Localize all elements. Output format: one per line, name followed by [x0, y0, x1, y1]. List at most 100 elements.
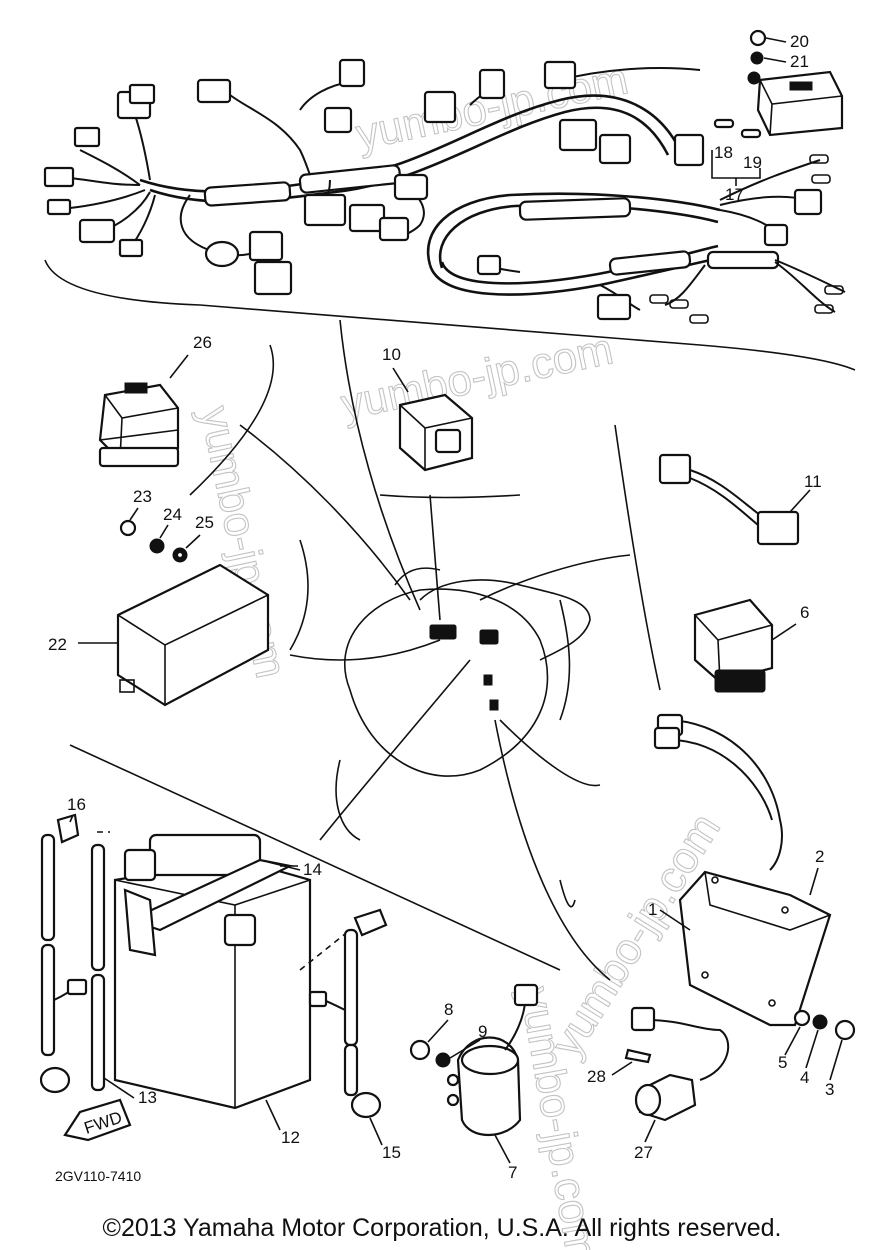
label-23: 23 — [133, 487, 152, 506]
connector-y — [248, 230, 284, 262]
label-14: 14 — [303, 860, 322, 879]
washer-4 — [812, 1014, 828, 1030]
connector-k — [423, 90, 457, 124]
frame-outline — [335, 567, 591, 841]
connector-g — [118, 238, 144, 258]
pin-terminal-7 — [811, 174, 831, 184]
part-16-negative-lead — [39, 813, 88, 1094]
bolt-28 — [624, 1048, 652, 1064]
bracket-17 — [711, 150, 761, 186]
connector-i — [338, 58, 366, 88]
connector-r — [558, 118, 598, 152]
watermark-center: yumbo-jp.com — [337, 324, 617, 429]
label-19: 19 — [743, 153, 762, 172]
pin-terminal-2 — [669, 299, 689, 309]
washer-24 — [149, 538, 165, 554]
nut-harness — [747, 71, 761, 85]
label-13: 13 — [138, 1088, 157, 1107]
washer-5 — [793, 1009, 811, 1027]
label-28: 28 — [587, 1067, 606, 1086]
label-6: 6 — [800, 603, 809, 622]
label-leaders — [69, 37, 843, 1164]
harness-sleeve-mid — [298, 164, 402, 194]
harness-bracket — [44, 259, 856, 371]
label-22: 22 — [48, 635, 67, 654]
harness-sleeve-right — [518, 197, 632, 221]
label-21: 21 — [790, 52, 809, 71]
pin-terminal-6 — [809, 154, 829, 164]
label-2: 2 — [815, 847, 824, 866]
part-1-2-bracket — [653, 713, 832, 1027]
part-number-labels: 20 21 18 19 17 26 10 11 23 24 25 6 22 16… — [48, 32, 834, 1182]
connector-j — [323, 106, 353, 134]
connector-e — [46, 198, 72, 216]
part-10-flasher-relay — [398, 393, 474, 472]
frame-bolt-slot-2 — [489, 699, 499, 711]
connector-t — [673, 133, 705, 167]
pin-19 — [740, 128, 762, 139]
wire-harness — [43, 29, 856, 371]
connector-s — [598, 133, 632, 165]
washer-21 — [750, 51, 764, 65]
connector-l — [478, 68, 506, 100]
connector-x — [596, 293, 632, 321]
label-26: 26 — [193, 333, 212, 352]
part-27-switch — [630, 1006, 730, 1122]
connector-c — [73, 126, 101, 148]
connector-v — [763, 223, 789, 247]
label-27: 27 — [634, 1143, 653, 1162]
battery-terminal-right — [223, 913, 257, 947]
frame-relay-slot — [479, 629, 499, 645]
connector-b — [128, 83, 156, 105]
label-7: 7 — [508, 1163, 517, 1182]
connector-p — [378, 216, 410, 242]
label-5: 5 — [778, 1053, 787, 1072]
part-26-relay — [98, 382, 180, 468]
diagram-code: 2GV110-7410 — [55, 1168, 142, 1184]
connector-q — [393, 173, 429, 201]
connector-h — [196, 78, 232, 104]
connector-n — [303, 193, 347, 227]
label-17: 17 — [725, 185, 744, 204]
label-25: 25 — [195, 513, 214, 532]
harness-grommet — [204, 240, 240, 268]
connector-d — [43, 166, 75, 188]
label-10: 10 — [382, 345, 401, 364]
label-20: 20 — [790, 32, 809, 51]
copyright-text: ©2013 Yamaha Motor Corporation, U.S.A. A… — [102, 1214, 782, 1242]
screw-23 — [119, 519, 137, 537]
bolt-3 — [834, 1019, 856, 1041]
pin-terminal-1 — [649, 294, 669, 304]
nut-8 — [409, 1039, 431, 1061]
label-15: 15 — [382, 1143, 401, 1162]
label-11: 11 — [804, 472, 822, 491]
part-14-battery-band — [123, 858, 298, 957]
part-22-cdi-unit — [116, 563, 270, 707]
pin-terminal-5 — [814, 304, 834, 314]
frame-bolt-slot — [483, 674, 493, 686]
label-9: 9 — [478, 1022, 487, 1041]
label-16: 16 — [67, 795, 86, 814]
label-12: 12 — [281, 1128, 300, 1147]
harness-sleeve-lower — [608, 250, 692, 276]
label-3: 3 — [825, 1080, 834, 1099]
washer-9 — [435, 1052, 451, 1068]
label-24: 24 — [163, 505, 182, 524]
connector-u — [793, 188, 823, 216]
pin-terminal-4 — [824, 285, 844, 295]
harness-sleeve-end — [706, 250, 780, 270]
part-6-relay — [693, 598, 774, 693]
connector-f — [78, 218, 116, 244]
frame-connector-slot — [429, 624, 457, 640]
part-11-lead — [658, 453, 800, 546]
label-18: 18 — [714, 143, 733, 162]
label-8: 8 — [444, 1000, 453, 1019]
part-13-breather-hose — [90, 843, 106, 1092]
fwd-arrow-icon: FWD — [63, 1098, 132, 1142]
connector-w — [476, 254, 502, 276]
label-4: 4 — [800, 1068, 809, 1087]
relay-unit-top-right — [756, 70, 844, 137]
screw-20 — [749, 29, 767, 47]
connector-z — [253, 260, 293, 296]
